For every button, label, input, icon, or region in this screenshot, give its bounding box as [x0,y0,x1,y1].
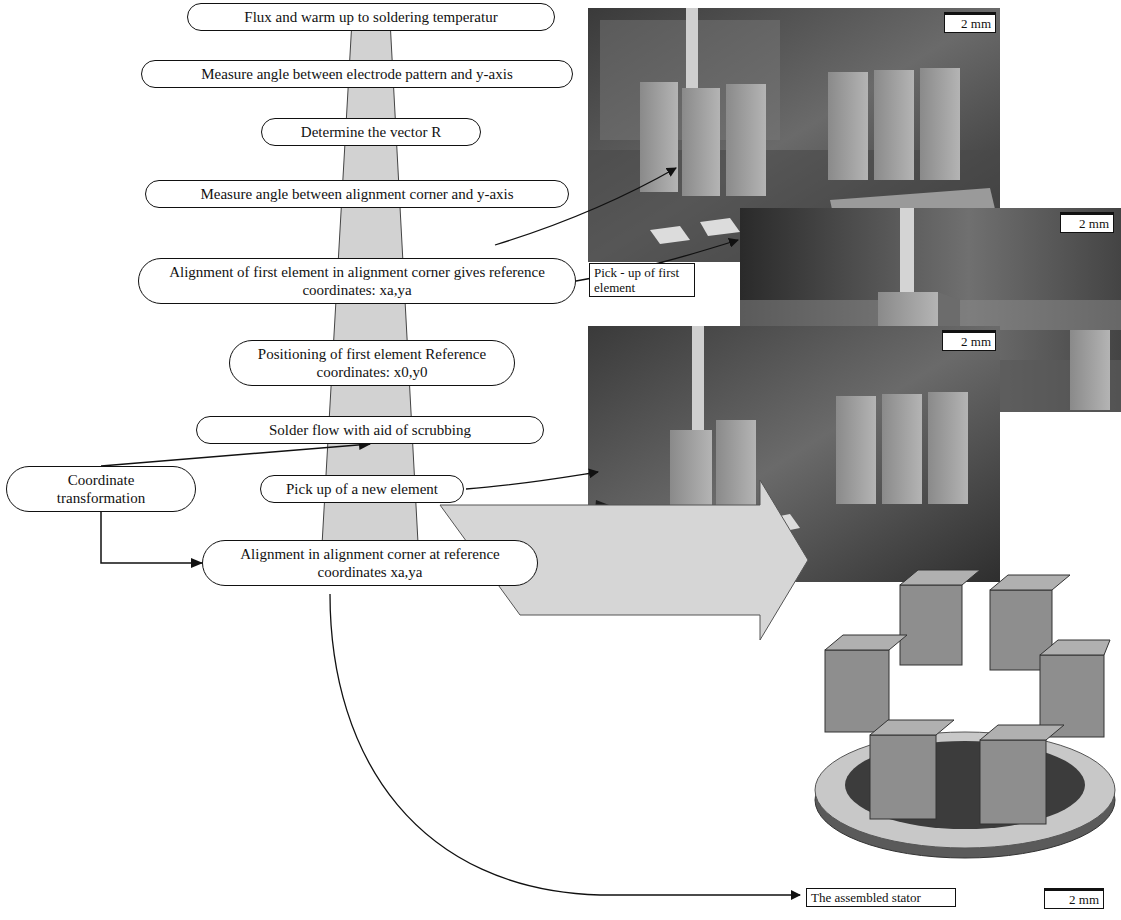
flow-connector [101,512,202,563]
process-oval: Positioning of first element Reference c… [229,340,515,386]
step-text: Solder flow with aid of scrubbing [269,421,471,439]
stator-illustration [815,570,1115,858]
process-oval: Coordinate transformation [6,466,196,512]
step-text: Pick up of a new element [286,480,438,498]
step-text: Measure angle between alignment corner a… [200,185,513,203]
process-oval: Alignment of first element in alignment … [138,258,576,304]
photo-caption: The assembled stator [806,888,956,907]
photo-caption: Pick - up of first element [589,263,695,297]
scale-label: 2 mm [1044,888,1104,909]
process-oval: Flux and warm up to soldering temperatur [187,3,555,31]
step-text: Determine the vector R [301,123,441,141]
process-oval: Measure angle between electrode pattern … [141,60,573,88]
step-text: Coordinate transformation [25,471,177,507]
step-text: Flux and warm up to soldering temperatur [244,8,497,26]
process-oval: Measure angle between alignment corner a… [145,180,569,208]
process-oval: Alignment in alignment corner at referen… [202,540,538,586]
step-text: Alignment of first element in alignment … [157,263,557,299]
leader-arrow [466,472,598,489]
step-text: Alignment in alignment corner at referen… [221,545,519,581]
process-oval: Pick up of a new element [260,475,464,503]
flow-connector [101,444,370,466]
scale-label: 2 mm [1060,212,1114,233]
scale-label: 2 mm [942,330,996,351]
leader-arrow [330,594,800,895]
scale-label: 2 mm [944,12,996,33]
step-text: Measure angle between electrode pattern … [201,65,513,83]
process-oval: Determine the vector R [261,118,481,146]
process-oval: Solder flow with aid of scrubbing [196,416,544,444]
step-text: Positioning of first element Reference c… [248,345,496,381]
